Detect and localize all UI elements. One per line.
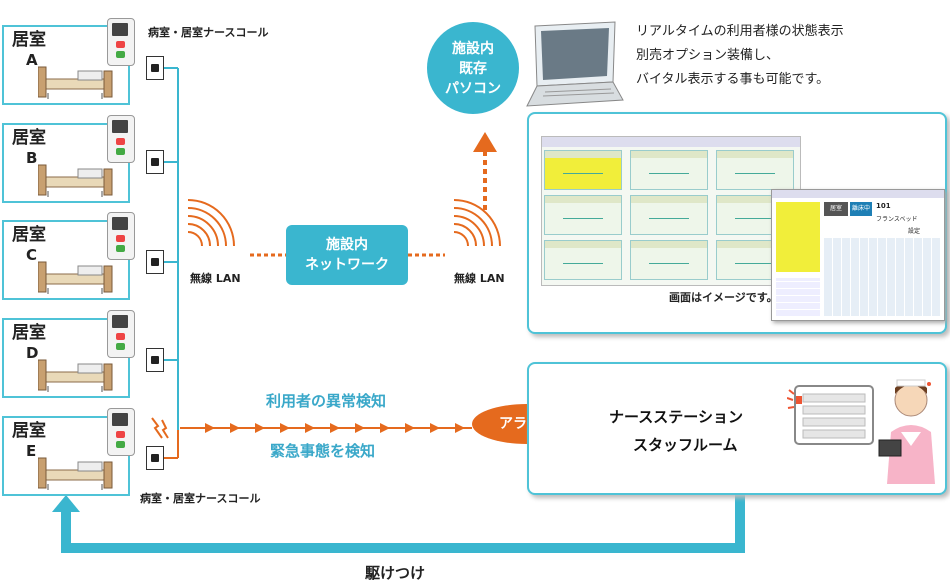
station-line1: ナースステーション — [609, 408, 743, 426]
nurse-station-panel: ナースステーション スタッフルーム — [527, 362, 947, 495]
detail-chart — [824, 238, 940, 316]
mini-title: フランスベッド — [876, 216, 918, 223]
room-name: 居室 — [12, 323, 46, 343]
monitor-grid — [541, 136, 801, 286]
nurse-call-label-top: 病室・居室ナースコール — [148, 26, 269, 39]
bed-icon — [38, 164, 113, 197]
wifi-right-icon — [453, 199, 501, 247]
bed-icon — [38, 261, 113, 294]
detection-line1: 利用者の異常検知 — [266, 392, 387, 410]
nurse-call-panel-icon — [107, 18, 135, 66]
nurse-call-panel-icon — [107, 408, 135, 456]
bed-icon — [38, 359, 113, 392]
wall-switch-icon — [146, 446, 164, 470]
room-number: 101 — [876, 202, 891, 210]
network-line2: ネットワーク — [305, 257, 389, 273]
room-name: 居室 — [12, 30, 46, 50]
detail-label: 居室 — [824, 202, 848, 216]
wall-switch-icon — [146, 56, 164, 80]
bed-status-yellow — [776, 202, 820, 272]
settings-label: 設定 — [908, 228, 921, 235]
description-line1: リアルタイムの利用者様の状態表示 — [636, 24, 844, 39]
network-line1: 施設内 — [326, 237, 368, 253]
room-name: 居室 — [12, 128, 46, 148]
detail-list — [776, 278, 820, 316]
bed-icon — [38, 66, 113, 99]
room-letter: E — [26, 442, 37, 460]
room-d: 居室 D — [2, 318, 130, 398]
monitor-tile — [630, 240, 708, 280]
screen-image-panel: 居室 離床中 101 フランスベッド 設定 画面はイメージです。 — [527, 112, 947, 334]
rush-label: 駆けつけ — [365, 564, 426, 582]
wall-switch-icon — [146, 348, 164, 372]
status-board-icon — [787, 385, 874, 445]
room-letter: C — [26, 246, 38, 264]
wireless-lan-right-label: 無線 LAN — [454, 272, 505, 285]
pc-line3: パソコン — [445, 81, 501, 97]
nurse-call-panel-icon — [107, 212, 135, 260]
monitor-tile — [544, 195, 622, 235]
arrow-heads — [205, 423, 465, 433]
screen-caption: 画面はイメージです。 — [669, 291, 778, 304]
room-letter: A — [26, 51, 38, 69]
monitor-tile — [544, 240, 622, 280]
monitor-tile-alert — [544, 150, 622, 190]
detection-line2: 緊急事態を検知 — [270, 442, 376, 460]
nurse-call-panel-icon — [107, 115, 135, 163]
monitor-titlebar — [542, 137, 800, 147]
monitor-tile — [630, 195, 708, 235]
status-button: 離床中 — [850, 202, 872, 216]
nurse-call-label-bottom: 病室・居室ナースコール — [140, 492, 261, 505]
laptop-icon — [526, 21, 624, 107]
pc-line2: 既存 — [459, 61, 487, 77]
room-name: 居室 — [12, 421, 46, 441]
wall-switch-icon — [146, 150, 164, 174]
description-line2: 別売オプション装備し、 — [636, 48, 780, 63]
wifi-left-icon — [187, 199, 235, 247]
room-name: 居室 — [12, 225, 46, 245]
wireless-lan-left-label: 無線 LAN — [190, 272, 241, 285]
bed-icon — [38, 457, 113, 490]
monitor-tile — [630, 150, 708, 190]
pc-line1: 施設内 — [452, 41, 494, 57]
detail-titlebar — [772, 190, 944, 198]
nurse-call-panel-icon — [107, 310, 135, 358]
nurse-icon — [878, 379, 935, 484]
wall-switch-icon — [146, 250, 164, 274]
spark-icon-room-e — [151, 417, 169, 439]
facility-pc-circle: 施設内 既存 パソコン — [427, 22, 519, 114]
station-line2: スタッフルーム — [633, 436, 738, 454]
facility-network-box: 施設内 ネットワーク — [286, 225, 408, 285]
detail-window: 居室 離床中 101 フランスベッド 設定 — [771, 189, 945, 321]
room-letter: D — [26, 344, 39, 362]
room-letter: B — [26, 149, 38, 167]
description-line3: バイタル表示する事も可能です。 — [636, 72, 830, 87]
monitor-tile — [716, 150, 794, 190]
